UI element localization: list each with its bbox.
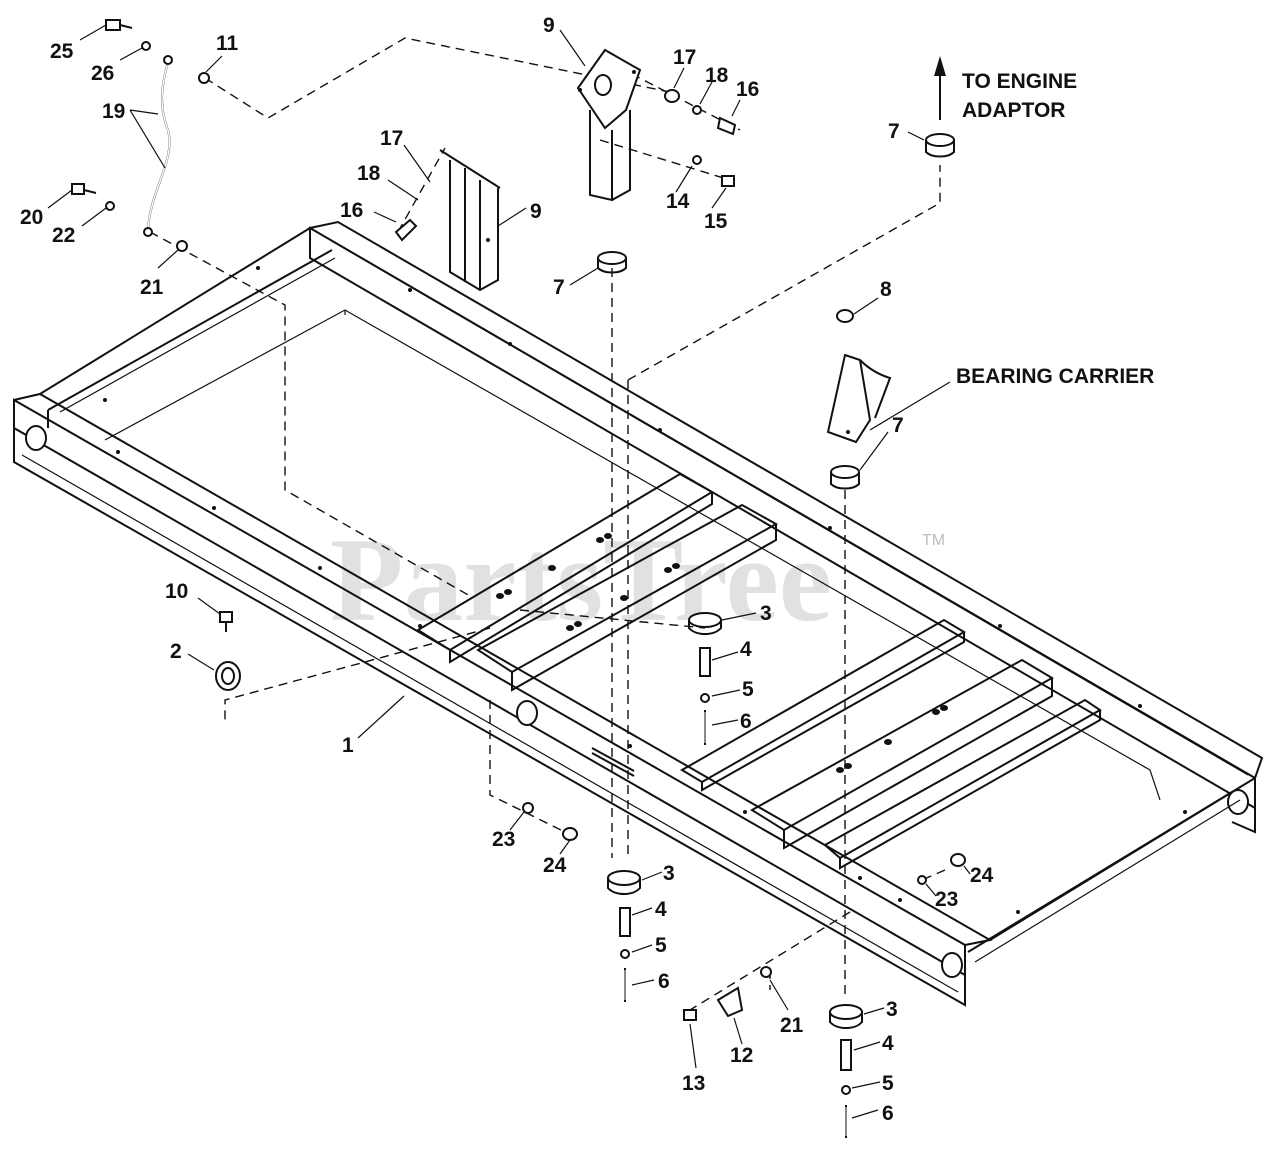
callout-bearing-carrier: BEARING CARRIER: [956, 365, 1154, 388]
label-9a: 9: [530, 200, 542, 223]
leader-lines: [47, 24, 971, 1119]
label-24a: 24: [543, 854, 567, 877]
label-2: 2: [170, 640, 182, 663]
label-7a: 7: [553, 276, 565, 299]
bracket-9-left: [439, 149, 501, 292]
bracket-9-center: [576, 48, 642, 202]
washer-18b: [692, 105, 702, 115]
isolator-7c: [830, 465, 860, 490]
bolt-16b: [716, 116, 737, 136]
bar-holes: [496, 533, 948, 773]
label-5c: 5: [882, 1072, 894, 1095]
isolator-7b: [925, 133, 955, 158]
bolt-20: [71, 183, 97, 195]
bolt-16a: [394, 218, 418, 242]
arrow-up-icon: [934, 56, 946, 120]
mount-stack-b: [607, 870, 641, 1002]
label-6c: 6: [882, 1102, 894, 1125]
label-8: 8: [880, 278, 892, 301]
label-3b: 3: [663, 862, 675, 885]
cross-bar-3: [680, 618, 966, 792]
label-7c: 7: [892, 414, 904, 437]
washer-11: [198, 72, 210, 84]
label-4b: 4: [655, 898, 667, 921]
label-13: 13: [682, 1072, 705, 1095]
cross-bar-2: [476, 503, 779, 692]
nut-24a: [562, 827, 578, 841]
isolator-7a: [597, 251, 627, 274]
label-3a: 3: [760, 602, 772, 625]
washer-23b: [917, 875, 927, 885]
label-17b: 17: [673, 46, 696, 69]
label-10: 10: [165, 580, 188, 603]
label-16a: 16: [340, 199, 363, 222]
bolt-10: [219, 611, 233, 632]
label-22: 22: [52, 224, 75, 247]
ground-strap: [143, 55, 173, 237]
label-5b: 5: [655, 934, 667, 957]
label-18b: 18: [705, 64, 729, 87]
label-17a: 17: [380, 127, 403, 150]
bolt-15: [721, 175, 735, 187]
mount-stack-c: [829, 1004, 863, 1138]
washer-22: [105, 201, 115, 211]
clamp-2: [215, 661, 241, 691]
washer-21b: [760, 966, 772, 978]
bearing-carrier: [826, 353, 892, 444]
mount-stack-a: [688, 612, 722, 745]
label-12: 12: [730, 1044, 753, 1067]
callout-to-engine-1: TO ENGINE: [962, 70, 1077, 93]
washer-26: [141, 41, 151, 51]
label-15: 15: [704, 210, 728, 233]
label-19: 19: [102, 100, 125, 123]
trademark: TM: [922, 532, 945, 549]
washer-21a: [176, 240, 188, 252]
label-26: 26: [91, 62, 114, 85]
label-16b: 16: [736, 78, 759, 101]
cross-bar-4: [750, 658, 1054, 850]
cross-bar-5: [823, 698, 1102, 870]
label-6b: 6: [658, 970, 670, 993]
cross-bar-1: [416, 472, 714, 664]
label-21a: 21: [140, 276, 164, 299]
bolt-13: [683, 1009, 697, 1021]
label-7b: 7: [888, 120, 900, 143]
nut-24b: [950, 853, 966, 867]
label-23b: 23: [935, 888, 958, 911]
label-4a: 4: [740, 638, 752, 661]
label-20: 20: [20, 206, 43, 229]
label-9b: 9: [543, 14, 555, 37]
callout-to-engine-2: ADAPTOR: [962, 99, 1065, 122]
label-3c: 3: [886, 998, 898, 1021]
part-number-labels: 25 26 11 19 20 22 21 17 18 16 9 9 17 18 …: [20, 14, 994, 1125]
rail-rivets: [103, 266, 1187, 914]
washer-23a: [522, 802, 534, 814]
label-4c: 4: [882, 1032, 894, 1055]
label-23a: 23: [492, 828, 515, 851]
label-1: 1: [342, 734, 354, 757]
bolt-25: [105, 19, 133, 31]
label-14: 14: [666, 190, 690, 213]
label-11: 11: [216, 32, 239, 55]
washer-17b: [664, 89, 680, 103]
label-25: 25: [50, 40, 74, 63]
label-18a: 18: [357, 162, 381, 185]
label-21b: 21: [780, 1014, 804, 1037]
terminal-12: [716, 986, 744, 1018]
label-24b: 24: [970, 864, 994, 887]
washer-14: [692, 155, 702, 165]
label-5a: 5: [742, 678, 754, 701]
label-6a: 6: [740, 710, 752, 733]
nut-8: [836, 309, 854, 323]
